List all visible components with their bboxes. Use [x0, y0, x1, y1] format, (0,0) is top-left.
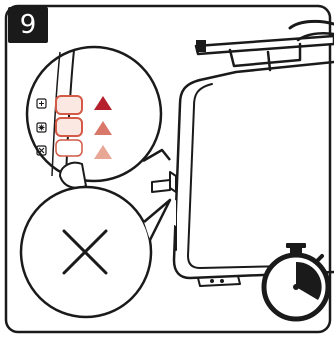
- arrow-mid: [94, 121, 112, 135]
- cancel-button: [55, 139, 83, 157]
- arrow-dark: [94, 96, 112, 110]
- cancel-icon: [36, 145, 47, 156]
- no-action-circle: [19, 185, 176, 319]
- step-number: 9: [19, 10, 37, 40]
- stopwatch-icon: [261, 243, 331, 322]
- arrow-light: [94, 145, 112, 159]
- reheat-icon: [36, 122, 47, 133]
- cross-icon: [62, 229, 108, 275]
- defrost-button: [55, 95, 83, 115]
- defrost-icon: [36, 98, 47, 109]
- reheat-button: [55, 117, 83, 137]
- step-number-badge: 9: [8, 7, 48, 43]
- toaster: [151, 19, 334, 287]
- control-panel-zoom: [25, 45, 176, 189]
